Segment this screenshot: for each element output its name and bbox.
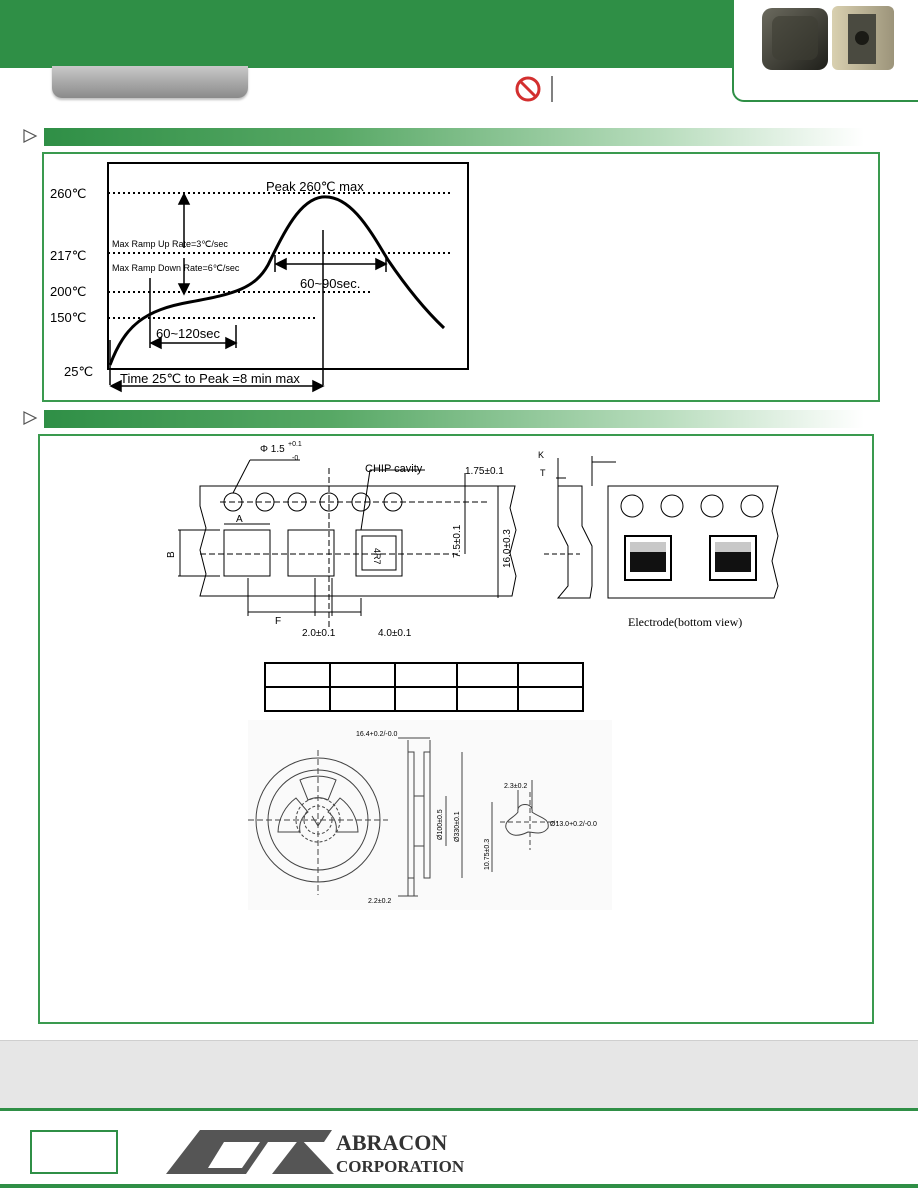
product-photo-panel [732, 0, 918, 102]
ramp-down-label: Max Ramp Down Rate=6℃/sec [112, 263, 240, 273]
page-number-box [30, 1130, 118, 1174]
reel-outer-label: Ø330±0.1 [454, 811, 461, 842]
preheat-label: 60~120sec [156, 326, 220, 341]
reel-width-label: 16.4+0.2/-0.0 [356, 731, 398, 738]
footer-rule [0, 1108, 918, 1111]
bottom-rule [0, 1184, 918, 1188]
no-symbol-icon [515, 76, 553, 102]
dim-t-label: T [540, 468, 546, 478]
document-tab [52, 66, 248, 98]
reflow-profile-diagram: 260℃ 217℃ 200℃ 150℃ 25℃ Peak 260℃ max Ma… [50, 162, 469, 393]
peak-label: Peak 260℃ max [266, 179, 364, 194]
reel-hub-label: Ø100±0.5 [437, 809, 444, 840]
temp-label-25: 25℃ [64, 364, 93, 379]
ramp-up-label: Max Ramp Up Rate=3℃/sec [112, 239, 228, 249]
reel-flange-label: 2.2±0.2 [368, 898, 391, 905]
product-photo [762, 6, 894, 70]
reel-key-depth-label: 10.75±0.3 [484, 839, 491, 870]
pitch-2-label: 2.0±0.1 [302, 628, 336, 639]
reflow-curve [108, 195, 446, 366]
chip-cavity-label: CHIP cavity [365, 463, 423, 475]
logo-line2: CORPORATION [336, 1157, 465, 1176]
section-arrow-icon [23, 129, 38, 143]
temp-label-150: 150℃ [50, 310, 86, 325]
edge-to-hole-label: 1.75±0.1 [465, 466, 504, 477]
tape-cross-section: K T Electrode(bottom view) [538, 450, 779, 629]
dim-k-label: K [538, 450, 544, 460]
footer-band [0, 1040, 918, 1109]
hole-tol-minus: -0 [292, 455, 298, 462]
marking-label: 4R7 [372, 548, 382, 565]
reel-arbor-label: Ø13.0+0.2/-0.0 [550, 821, 597, 828]
dim-f-label: F [275, 616, 281, 627]
dim-a-label: A [236, 514, 243, 525]
hole-diameter-label: Φ 1.5 [260, 444, 285, 455]
temp-label-200: 200℃ [50, 284, 86, 299]
time-label: Time 25℃ to Peak =8 min max [120, 371, 300, 386]
tape-dimension-table [264, 662, 584, 712]
temp-label-260: 260℃ [50, 186, 86, 201]
carrier-tape-diagram: Φ 1.5 +0.1 -0 CHIP cavity 1.75±0.1 7.5±0… [166, 441, 517, 639]
hole-to-cavity-label: 7.5±0.1 [452, 524, 463, 558]
tape-width-label: 16.0±0.3 [502, 529, 513, 568]
temp-label-217: 217℃ [50, 248, 86, 263]
section-band-packaging [44, 410, 864, 428]
reel-diagram: 16.4+0.2/-0.0 Ø100±0.5 Ø330±0.1 2.2±0.2 … [248, 720, 612, 910]
electrode-caption: Electrode(bottom view) [628, 615, 742, 629]
reel-key-label: 2.3±0.2 [504, 783, 527, 790]
abracon-logo: ABRACON CORPORATION [166, 1130, 465, 1176]
logo-line1: ABRACON [336, 1130, 447, 1155]
hole-tol-plus: +0.1 [288, 441, 302, 448]
section-arrow-icon [23, 411, 38, 425]
dim-b-label: B [166, 551, 177, 558]
section-band-reflow [44, 128, 864, 146]
above-liquidus-label: 60~90sec. [300, 276, 360, 291]
pitch-4-label: 4.0±0.1 [378, 628, 412, 639]
